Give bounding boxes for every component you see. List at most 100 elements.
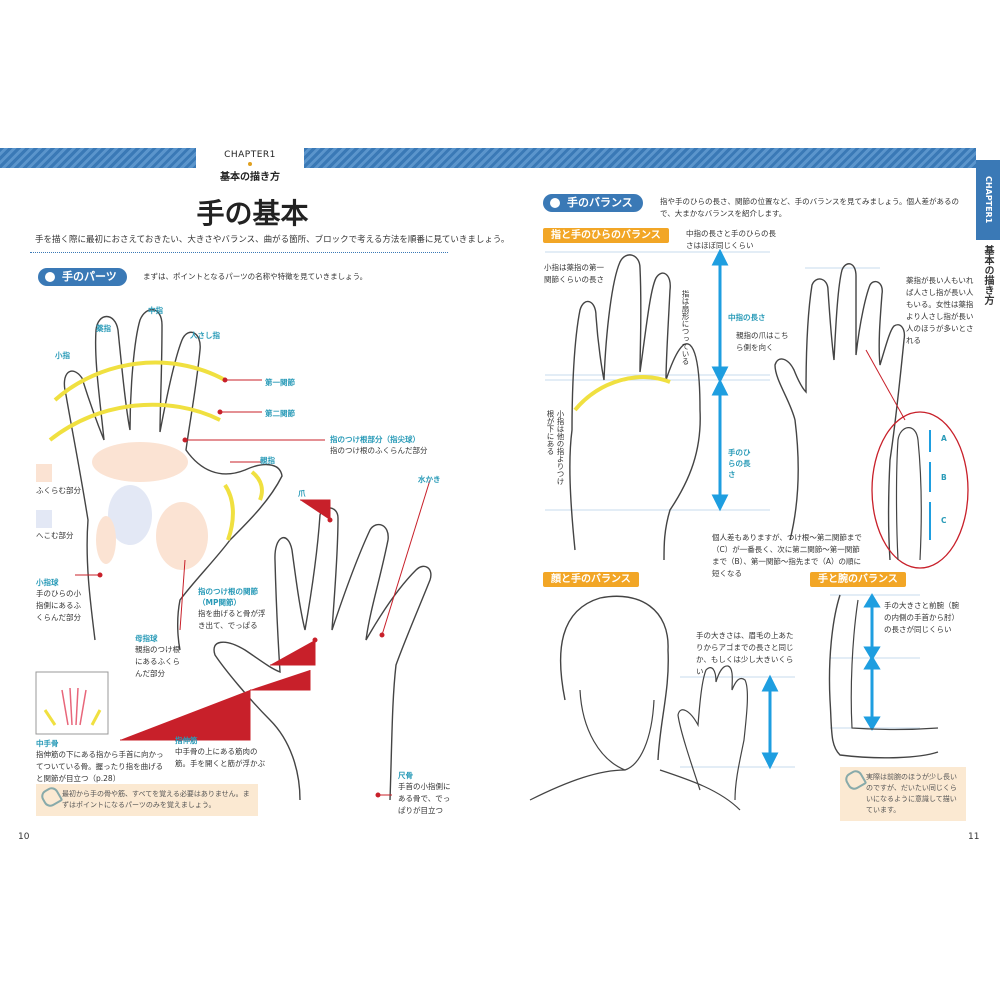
arm-note: 手の大きさと前腕（腕の内側の手首から肘）の長さが同じくらい [884, 601, 959, 634]
leader-web [381, 479, 431, 636]
leader-extensor [250, 670, 311, 691]
ulna-block: 尺骨 手首の小指側にある骨で、でっぱりが目立つ [398, 770, 456, 817]
pinky-note: 小指は薬指の第一関節くらいの長さ [544, 263, 604, 284]
header-band-mid [304, 148, 976, 168]
finger-base-desc: 指のつけ根のふくらんだ部分 [330, 446, 428, 455]
leader-nail [300, 499, 331, 520]
finger-base-block: 指のつけ根部分（指尖球） 指のつけ根のふくらんだ部分 [330, 434, 460, 457]
intro-text: 手を描く際に最初におさえておきたい、大きさやバランス、曲がる箇所、ブロックで考え… [35, 235, 510, 245]
zoom-circle [871, 411, 969, 569]
arm-inner-outline [850, 599, 939, 731]
pill-dot-icon-2 [550, 198, 560, 208]
ring-note: 薬指が長い人もいれば人さし指が長い人もいる。女性は薬指より人さし指が長い人のほう… [906, 276, 974, 345]
intro-divider [30, 252, 448, 253]
segment-a: A [941, 434, 947, 443]
chapter-dot [248, 162, 252, 166]
mp-joint-title: 指のつけ根の関節 [198, 587, 258, 596]
label-palm-length: 手のひらの長さ [728, 448, 751, 479]
right-palm-outline [569, 254, 701, 561]
tag-hand-arm: 手と腕のバランス [810, 572, 906, 587]
zoom-finger-outline [895, 427, 922, 561]
label-pinky: 小指 [55, 351, 70, 360]
thenar-highlight [156, 502, 208, 570]
pill-dot-icon [45, 272, 55, 282]
leader-mp-joint [270, 640, 316, 666]
ulna-title: 尺骨 [398, 771, 413, 780]
thumb-joint-curve-2 [250, 470, 264, 501]
section-pill-parts: 手のパーツ [38, 268, 127, 286]
hand-illustrations-left [35, 309, 432, 801]
leader-metacarpal [120, 690, 251, 741]
face-hair-outline [559, 595, 669, 761]
tag-finger-palm: 指と手のひらのバランス [543, 228, 669, 243]
legend-hollow-label: へこむ部分 [36, 531, 74, 540]
label-web: 水かき [418, 475, 441, 484]
tag-face-hand: 顔と手のバランス [543, 572, 639, 587]
finger-base-highlight [92, 442, 188, 482]
label-index-finger: 人さし指 [190, 331, 220, 340]
side-chapter-tab: CHAPTER1 [976, 160, 1000, 240]
segment-c: C [941, 516, 947, 525]
ulna-desc: 手首の小指側にある骨で、でっぱりが目立つ [398, 782, 451, 815]
second-joint-curve [48, 402, 221, 442]
leader-zoom [865, 349, 906, 421]
palm-arc-yellow [573, 375, 671, 412]
legend-hollow-swatch [36, 510, 52, 528]
mp-joint-subtitle: （MP関節） [198, 598, 241, 607]
metacarpal-title: 中手骨 [36, 739, 59, 748]
paperclip-icon [38, 784, 64, 810]
label-first-joint: 第一関節 [265, 378, 295, 387]
label-second-joint: 第二関節 [265, 409, 295, 418]
thenar-desc: 親指のつけ根にあるふくらんだ部分 [135, 645, 180, 678]
extensor-block: 指伸筋 中手骨の上にある筋肉の筋。手を開くと筋が浮かぶ [175, 735, 265, 770]
pinky-base-note: 小指は他の指よりつけ根が下にある [546, 410, 565, 485]
hypothenar-highlight [96, 516, 116, 564]
label-nail: 爪 [298, 489, 306, 498]
label-middle-length: 中指の長さ [728, 313, 766, 322]
metacarpal-block: 中手骨 指伸筋の下にある指から手首に向かってついている骨。握ったり指を曲げると関… [36, 738, 164, 785]
finger-base-title: 指のつけ根部分（指尖球） [330, 435, 420, 444]
page-title: 手の基本 [196, 197, 309, 230]
extensor-title: 指伸筋 [175, 736, 198, 745]
palm-hand-outline [63, 309, 283, 651]
section-desc-balance: 指や手のひらの長さ、関節の位置など、手のバランスを見てみましょう。個人差があるの… [660, 197, 960, 218]
paperclip-icon-2 [842, 767, 868, 793]
section-pill-balance: 手のバランス [543, 194, 643, 212]
tip-right-text: 実際は前腕のほうが少し長いのですが、だいたい同じくらいになるように意識して描いて… [866, 773, 957, 814]
raised-hand-outline [677, 665, 749, 801]
label-middle-finger: 中指 [148, 306, 163, 315]
legend-bulge-swatch [36, 464, 52, 482]
section-pill-balance-label: 手のバランス [567, 196, 633, 209]
face-note: 手の大きさは、眉毛の上あたりからアゴまでの長さと同じか、もしくは少し大きいくらい [696, 631, 794, 676]
thumb-nail-note: 親指の爪はこちら側を向く [736, 331, 789, 352]
chapter-label: CHAPTER1 [224, 150, 276, 160]
side-chapter-text: 基本の描き方 [982, 245, 993, 305]
metacarpal-desc: 指伸筋の下にある指から手首に向かってついている骨。握ったり指を曲げると関節が目立… [36, 750, 164, 783]
arm-outline [828, 594, 939, 759]
hypothenar-title: 小指球 [36, 578, 59, 587]
mp-joint-desc: 指を曲げると骨が浮き出て、でっぱる [198, 609, 266, 630]
thenar-block: 母指球 親指のつけ根にあるふくらんだ部分 [135, 633, 187, 680]
hollow-highlight [108, 485, 152, 545]
fingers-curve-note: 指は扇形につっている [681, 290, 690, 365]
page-number-left: 10 [18, 832, 30, 842]
shoulders-outline [529, 769, 741, 811]
section-pill-parts-label: 手のパーツ [62, 270, 117, 283]
skeleton-highlight-right [90, 709, 102, 726]
page-number-right: 11 [968, 832, 980, 842]
legend-bulge-label: ふくらむ部分 [36, 486, 81, 495]
segment-note: 個人差もありますが、つけ根〜第二関節まで（C）が一番長く、次に第二関節〜第一関節… [712, 533, 862, 578]
first-joint-curve [53, 360, 226, 402]
segment-b: B [941, 473, 947, 482]
tip-right: 実際は前腕のほうが少し長いのですが、だいたい同じくらいになるように意識して描いて… [840, 767, 966, 821]
skeleton-bones [61, 687, 87, 726]
thumb-joint-curve [223, 483, 235, 541]
chapter-subtitle: 基本の描き方 [220, 172, 280, 183]
label-thumb: 親指 [260, 456, 275, 465]
chapter-box: CHAPTER1 基本の描き方 [196, 142, 304, 194]
middle-vs-palm-note: 中指の長さと手のひらの長さはほぼ同じくらい [686, 229, 776, 250]
thenar-title: 母指球 [135, 634, 158, 643]
right-back-hand-outline [774, 263, 906, 561]
header-band-left [0, 148, 196, 168]
leader-thenar [179, 559, 186, 631]
